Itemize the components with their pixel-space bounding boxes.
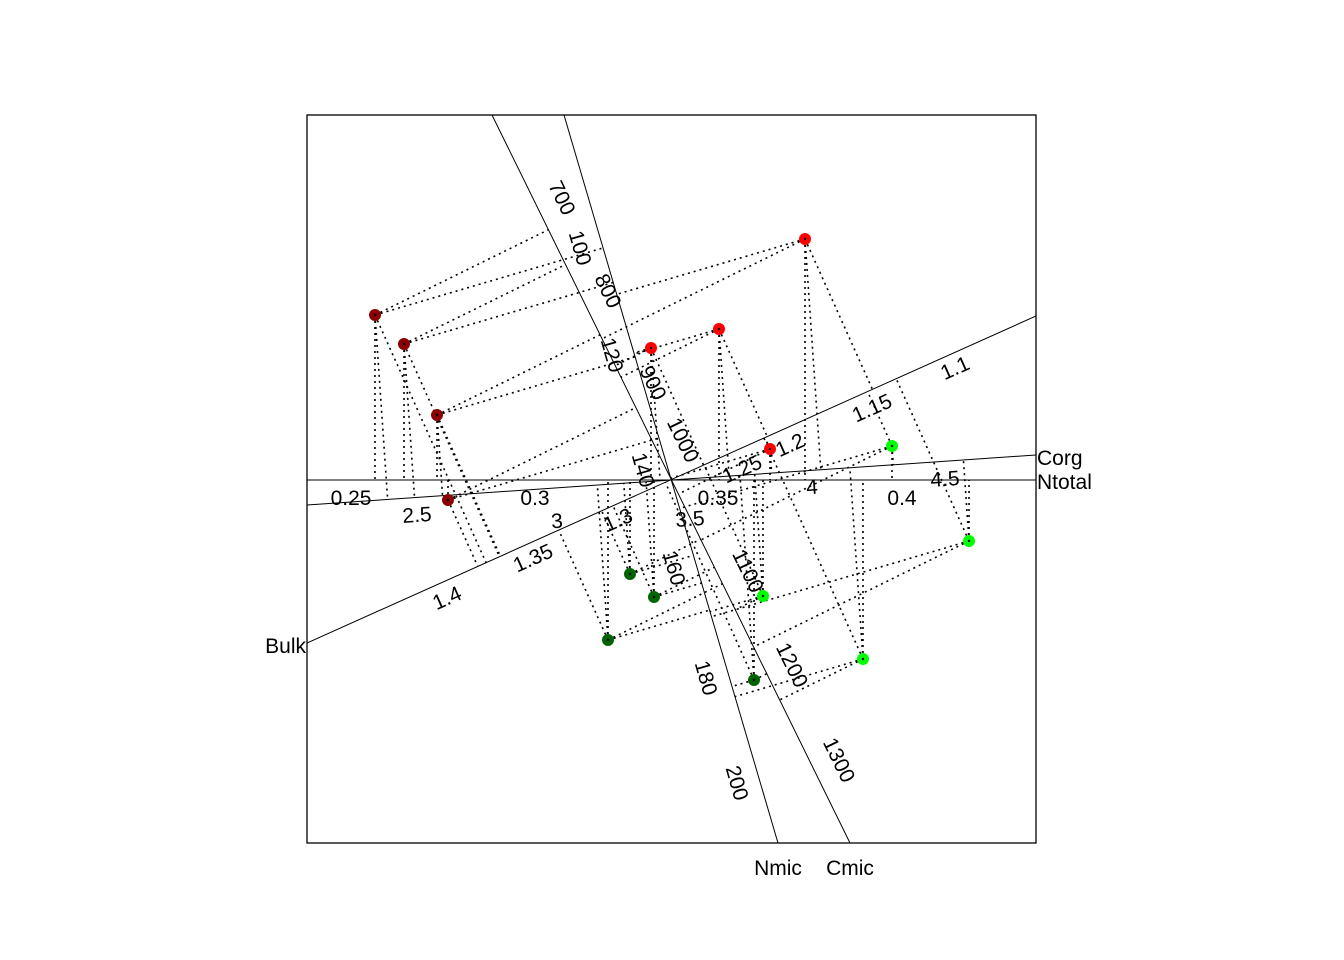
tick-label-corg: 3.5	[675, 507, 706, 532]
projection-line	[557, 529, 609, 641]
projection-line	[718, 328, 730, 477]
projection-line	[374, 314, 389, 500]
projection-line	[804, 238, 874, 390]
axis-name-corg: Corg	[1037, 447, 1083, 470]
data-point-center	[435, 413, 439, 417]
tick-label-nmic: 100	[564, 228, 596, 268]
projection-line	[436, 414, 502, 557]
data-point-center	[606, 638, 610, 642]
tick-label-ntotal: 0.25	[331, 487, 372, 510]
projection-line	[753, 540, 970, 648]
projection-line	[849, 467, 864, 660]
projection-line	[607, 609, 710, 641]
tick-label-nmic: 120	[596, 335, 628, 375]
tick-label-nmic: 160	[658, 548, 690, 588]
axis-name-nmic: Nmic	[754, 857, 802, 880]
tick-label-bulk: 1.2	[772, 429, 808, 462]
tick-label-nmic: 180	[690, 658, 722, 698]
projection-line	[764, 437, 771, 450]
projection-line	[678, 448, 771, 495]
projection-line	[650, 347, 661, 481]
tick-label-nmic: 200	[721, 763, 753, 803]
axis-name-ntotal: Ntotal	[1037, 471, 1092, 494]
projection-line	[804, 238, 822, 470]
data-point-center	[373, 313, 377, 317]
projection-line	[962, 459, 970, 542]
data-point-center	[649, 346, 653, 350]
projection-line	[731, 679, 755, 688]
tick-label-bulk: 1.1	[937, 352, 973, 385]
tick-label-corg: 4.5	[930, 467, 961, 492]
projection-line	[734, 595, 764, 611]
tick-label-bulk: 1.4	[429, 582, 465, 615]
data-point-center	[402, 342, 406, 346]
tick-label-cmic: 900	[635, 362, 671, 404]
tick-label-bulk: 1.25	[719, 451, 766, 489]
projection-line	[616, 238, 806, 296]
tick-label-nmic: 140	[627, 450, 659, 490]
projection-line	[436, 356, 636, 416]
projection-line	[614, 347, 652, 367]
tick-label-corg: 3	[550, 510, 563, 534]
tick-label-cmic: 700	[544, 177, 580, 219]
data-point-center	[761, 594, 765, 598]
tick-label-corg: 4	[805, 476, 819, 500]
projection-line	[753, 474, 764, 597]
projection-line	[447, 437, 660, 501]
tick-label-bulk: 1.35	[510, 540, 557, 578]
data-point-center	[890, 444, 894, 448]
data-points	[369, 233, 975, 686]
projection-line	[711, 540, 970, 618]
projection-line	[374, 229, 549, 316]
projection-line	[718, 328, 768, 437]
tick-label-cmic: 1300	[818, 734, 859, 786]
plot-frame	[306, 114, 1037, 844]
data-point-center	[446, 498, 450, 502]
projection-line	[447, 499, 479, 567]
tick-label-ntotal: 0.3	[520, 487, 549, 510]
projection-line	[447, 406, 637, 501]
data-point-center	[717, 327, 721, 331]
projection-line	[769, 448, 773, 474]
axis-name-cmic: Cmic	[826, 857, 874, 880]
data-point-center	[752, 678, 756, 682]
axis-name-bulk: Bulk	[265, 635, 306, 658]
projection-line	[763, 437, 864, 660]
data-point-center	[652, 595, 656, 599]
tick-labels: 0.25 0.3 0.35 0.4 2.5 3 3.5 4 4.5 1.1 1.15 1.21.25 1…	[331, 177, 974, 803]
projection-line	[596, 485, 609, 641]
projection-line	[601, 238, 806, 340]
variable-axes	[307, 115, 1036, 843]
projection-line	[436, 334, 601, 416]
projection-line	[629, 554, 694, 575]
projection-line	[664, 481, 755, 681]
tick-label-ntotal: 0.35	[698, 487, 739, 510]
projection-line	[403, 263, 566, 345]
tick-label-ntotal: 0.4	[887, 487, 917, 510]
projection-line	[436, 414, 444, 496]
projection-line	[866, 391, 893, 447]
projection-line	[679, 445, 893, 510]
projection-line	[403, 281, 614, 345]
data-point-center	[628, 572, 632, 576]
data-point-center	[861, 657, 865, 661]
projection-lines	[374, 229, 970, 701]
projection-line	[734, 658, 864, 698]
projection-line	[374, 247, 604, 316]
projection-line	[645, 481, 655, 598]
tick-label-cmic: 1000	[662, 414, 703, 466]
projection-line	[620, 328, 720, 378]
tick-label-corg: 2.5	[402, 503, 433, 528]
data-point-center	[967, 539, 971, 543]
data-point-center	[768, 447, 772, 451]
data-point-center	[803, 237, 807, 241]
tick-label-bulk: 1.15	[849, 390, 896, 428]
tick-label-cmic: 1200	[771, 639, 812, 691]
axis-line-nmic	[563, 115, 779, 843]
projection-line	[403, 343, 416, 498]
projection-line	[653, 582, 702, 598]
projection-line	[753, 673, 768, 681]
projection-line	[739, 475, 755, 681]
